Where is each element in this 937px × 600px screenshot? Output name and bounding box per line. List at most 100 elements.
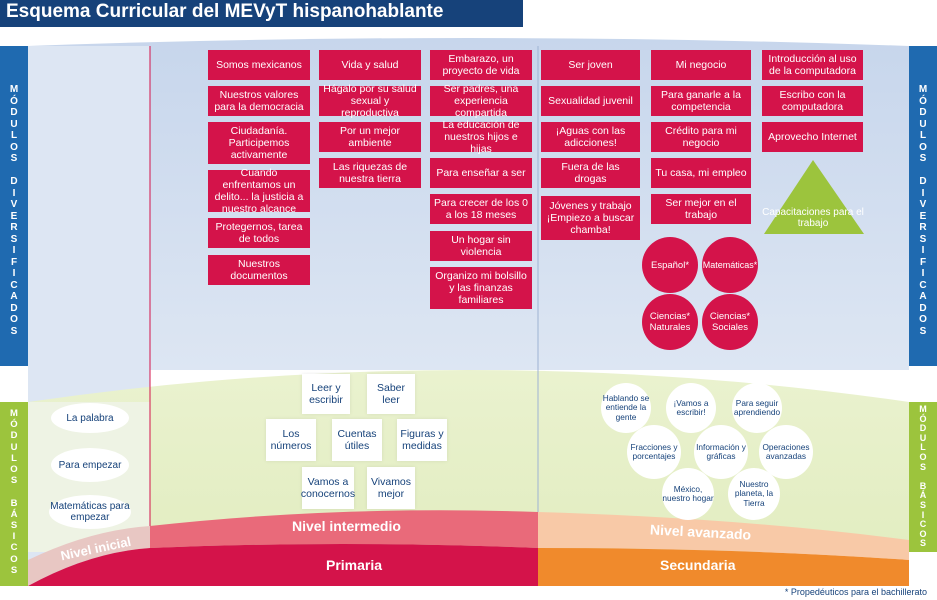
side-letter: C <box>10 279 18 291</box>
footnote: * Propedéuticos para el bachillerato <box>784 587 927 597</box>
side-letter: B <box>919 480 927 491</box>
side-letter: I <box>12 187 16 199</box>
module-ciencias-sociales: Ciencias* Sociales <box>702 294 758 350</box>
side-letter: R <box>919 222 927 233</box>
module-div-c1-4: Protegernos, tarea de todos <box>208 218 310 248</box>
side-letter: O <box>10 553 18 565</box>
module-nuestro-planeta: Nuestro planeta, la Tierra <box>728 468 780 520</box>
module-div-c1-0: Somos mexicanos <box>208 50 310 80</box>
side-letter <box>0 165 28 177</box>
side-letter: O <box>10 141 18 153</box>
module-div-c1-3: Cuando enfrentamos un delito... la justi… <box>208 167 310 215</box>
side-letter: S <box>919 233 927 245</box>
side-letter: I <box>12 245 16 256</box>
inicial-arc <box>28 526 150 586</box>
side-letter: F <box>919 256 927 268</box>
module-los-numeros: Los números <box>266 419 316 461</box>
side-letter: S <box>10 325 18 337</box>
label-primaria: Primaria <box>326 557 383 573</box>
side-letter: U <box>919 118 927 130</box>
side-letter: D <box>919 423 927 434</box>
side-letter: F <box>10 256 18 268</box>
module-div-c6-2: Aprovecho Internet <box>762 122 863 152</box>
module-div-c3-1: Ser padres, una experiencia compartida <box>430 83 532 119</box>
side-letter: S <box>10 520 18 532</box>
module-div-c5-1: Para ganarle a la competencia <box>651 86 751 116</box>
side-letter: R <box>10 222 18 233</box>
side-letter: O <box>919 314 927 325</box>
side-letter: O <box>10 464 18 476</box>
side-letter: M <box>9 84 19 95</box>
side-letter: O <box>919 141 927 153</box>
module-la-palabra: La palabra <box>51 403 129 433</box>
triangle-label: Capacitaciones para el trabajo <box>762 207 864 229</box>
label-secundaria: Secundaria <box>660 557 736 573</box>
triangle-shape <box>764 160 864 234</box>
side-letter: V <box>10 199 18 210</box>
module-ciencias-naturales: Ciencias* Naturales <box>642 294 698 350</box>
module-div-c3-6: Organizo mi bolsillo y las finanzas fami… <box>430 267 532 309</box>
side-letter: D <box>919 176 927 187</box>
side-letter: M <box>10 408 18 419</box>
module-vivamos-mejor: Vivamos mejor <box>367 467 415 509</box>
side-letter: L <box>919 130 927 141</box>
module-vamos-a-conocernos: Vamos a conocernos <box>301 467 355 509</box>
side-letter: U <box>919 432 927 443</box>
module-cuentas-utiles: Cuentas útiles <box>332 419 382 461</box>
primaria-band <box>28 544 538 586</box>
module-div-c3-3: Para enseñar a ser <box>430 158 532 188</box>
module-mexico-nuestro-hogar: México, nuestro hogar <box>662 468 714 520</box>
side-letter: L <box>11 452 17 464</box>
module-div-c1-2: Ciudadanía. Participemos activamente <box>208 122 310 164</box>
module-leer-y-escribir: Leer y escribir <box>302 374 350 414</box>
side-letter: L <box>920 442 926 453</box>
side-letter: C <box>10 542 18 554</box>
title-bar: Esquema Curricular del MEVyT hispanohabl… <box>0 0 523 27</box>
intermedio-arc <box>150 510 538 548</box>
side-letter: V <box>919 199 927 210</box>
module-vamos-a-escribir: ¡Vamos a escribir! <box>666 383 716 433</box>
side-letter: Ó <box>919 95 927 107</box>
side-letter: M <box>918 84 928 95</box>
side-letter: I <box>921 245 925 256</box>
module-div-c4-1: Sexualidad juvenil <box>541 86 640 116</box>
page-title: Esquema Curricular del MEVyT hispanohabl… <box>6 1 444 22</box>
side-letter: M <box>919 404 927 414</box>
module-div-c5-0: Mi negocio <box>651 50 751 80</box>
side-letter: D <box>919 302 927 314</box>
side-letter: S <box>919 153 927 164</box>
module-div-c4-0: Ser joven <box>541 50 640 80</box>
side-letter: D <box>10 302 18 314</box>
side-letter: S <box>919 461 926 472</box>
label-nivel-intermedio: Nivel intermedio <box>292 518 401 534</box>
side-letter: S <box>919 499 926 510</box>
module-matematicas: Matemáticas* <box>702 237 758 293</box>
module-informacion-y-graficas: Información y gráficas <box>694 425 748 479</box>
module-para-empezar: Para empezar <box>51 448 129 482</box>
module-div-c3-0: Embarazo, un proyecto de vida <box>430 50 532 80</box>
side-letter: C <box>919 519 927 530</box>
side-letter: S <box>919 325 927 337</box>
module-hablando-se-entiende: Hablando se entiende la gente <box>601 383 651 433</box>
module-div-c1-5: Nuestros documentos <box>208 255 310 285</box>
module-div-c5-2: Crédito para mi negocio <box>651 122 751 152</box>
side-letter: I <box>12 268 16 279</box>
side-letter: S <box>10 564 18 576</box>
side-letter: Ó <box>10 95 18 107</box>
module-figuras-y-medidas: Figuras y medidas <box>397 419 447 461</box>
side-letter: E <box>919 210 927 222</box>
side-letter: Ó <box>10 419 18 431</box>
module-div-c2-1: Hágalo por su salud sexual y reproductiv… <box>319 83 421 119</box>
module-div-c6-0: Introducción al uso de la computadora <box>762 50 863 80</box>
side-letter: D <box>919 107 927 118</box>
side-letter: O <box>10 314 18 325</box>
module-div-c5-4: Ser mejor en el trabajo <box>651 194 751 224</box>
module-div-c3-2: La educación de nuestros hijos e hijas <box>430 119 532 155</box>
module-espanol: Español* <box>642 237 698 293</box>
